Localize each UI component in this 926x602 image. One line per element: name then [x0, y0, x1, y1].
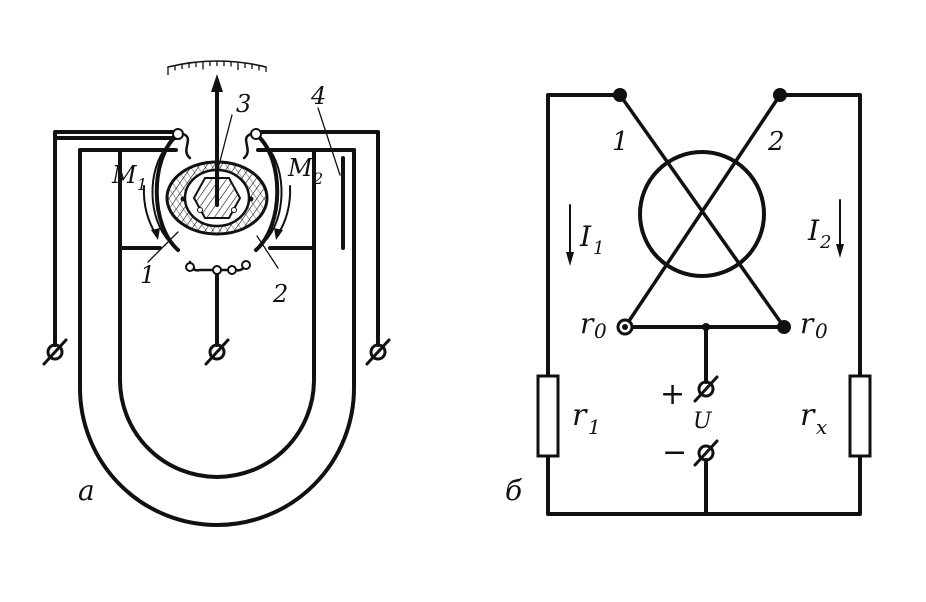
label-i2: I: [807, 214, 820, 247]
label-i1-sub: 1: [593, 238, 604, 259]
coil-junctions: [613, 88, 791, 336]
spring-contacts: [172, 128, 262, 275]
scale: [167, 60, 267, 75]
lead-wires: [53, 130, 380, 347]
label-coil-1: 1: [612, 127, 629, 157]
circuit-wires: [546, 93, 862, 516]
supply-terminal-minus: [693, 439, 719, 467]
label-plus: +: [660, 377, 685, 412]
supply-terminal-plus: [693, 375, 719, 403]
label-r0-left-sub: 0: [594, 319, 607, 343]
terminal-right: [365, 338, 391, 366]
diagram-a: 3 4 M 1 M 2 1 2 а: [42, 60, 391, 527]
label-m1: M: [111, 161, 138, 189]
ratiometer-circle: [638, 150, 766, 278]
label-m1-sub: 1: [137, 175, 147, 194]
diagram-b: 1 2 I 1 I 2 r 0 r 0 r 1 r x + U − б: [505, 88, 872, 516]
caption-b: б: [505, 474, 523, 507]
label-i2-sub: 2: [819, 232, 831, 253]
label-coil-2: 2: [767, 127, 785, 157]
label-r1: r: [572, 398, 588, 433]
current-arrows: [566, 199, 844, 266]
terminal-center: [204, 270, 230, 366]
pointer: [211, 74, 223, 207]
label-r0-left: r: [580, 307, 595, 340]
label-r0-right: r: [800, 307, 815, 340]
terminal-left: [42, 338, 68, 366]
label-4: 4: [310, 82, 326, 110]
label-i1: I: [579, 220, 592, 253]
label-r1-sub: 1: [588, 415, 601, 439]
label-minus: −: [662, 435, 687, 470]
resistor-r1: [536, 374, 560, 458]
label-rx-sub: x: [816, 415, 827, 439]
label-u: U: [693, 409, 713, 434]
label-r0-right-sub: 0: [815, 319, 828, 343]
leader-lines: [147, 107, 341, 269]
torque-arrows: [142, 185, 292, 240]
label-2: 2: [272, 280, 288, 308]
permanent-magnet: [53, 136, 356, 527]
label-m2-sub: 2: [312, 169, 323, 188]
label-rx: r: [800, 398, 816, 433]
caption-a: а: [78, 474, 95, 507]
label-1: 1: [140, 261, 155, 289]
label-m2: M: [287, 154, 314, 182]
resistor-rx: [848, 374, 872, 458]
label-3: 3: [236, 90, 251, 118]
